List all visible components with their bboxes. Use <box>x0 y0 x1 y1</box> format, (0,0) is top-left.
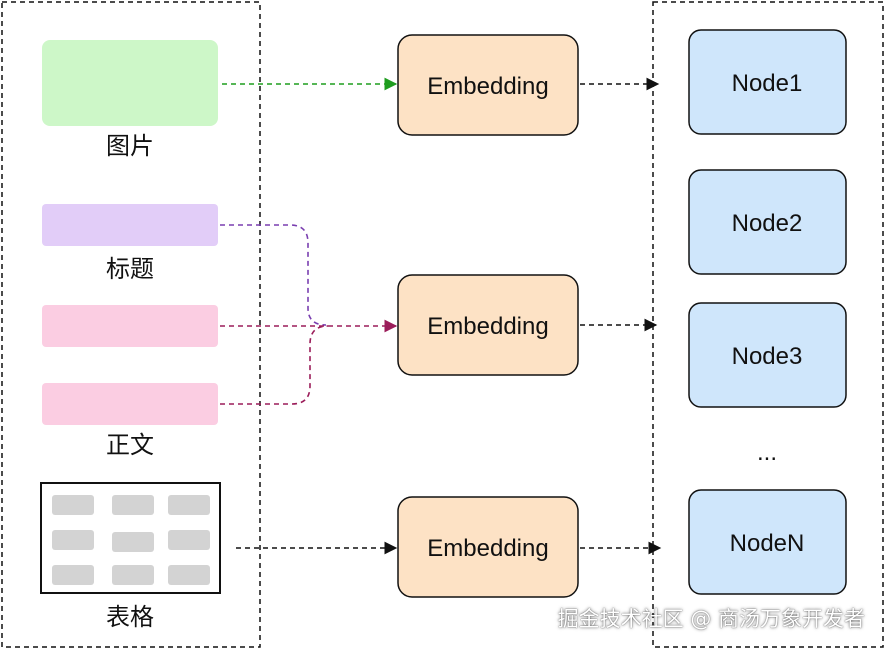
node-ellipsis: ... <box>757 439 777 466</box>
node-label-3: Node3 <box>732 343 803 370</box>
table-cell <box>112 565 154 585</box>
table-cell <box>112 532 154 552</box>
embedding-box-3 <box>397 496 579 598</box>
node-label-2: Node2 <box>732 210 803 237</box>
embedding-box-2 <box>397 274 579 376</box>
table-label: 表格 <box>106 603 154 631</box>
node-box-1 <box>688 29 847 135</box>
node-box-3 <box>688 302 847 408</box>
arrow-title-to-embedding <box>220 224 327 326</box>
title-label: 标题 <box>106 255 154 283</box>
title-source-block <box>42 204 218 246</box>
table-cell <box>112 495 154 515</box>
embedding-label-2: Embedding <box>427 313 548 340</box>
body-source-block-2 <box>42 383 218 425</box>
body-label: 正文 <box>106 431 154 459</box>
node-box-n <box>688 489 847 595</box>
table-cell <box>168 530 210 550</box>
nodes-panel <box>652 1 884 648</box>
watermark-text: 掘金技术社区 @ 商汤万象开发者 <box>557 607 865 631</box>
table-cell <box>168 565 210 585</box>
image-label: 图片 <box>106 132 154 160</box>
embedding-box-1 <box>397 34 579 136</box>
embedding-label-1: Embedding <box>427 73 548 100</box>
table-cell <box>52 530 94 550</box>
arrow-body2-to-embedding <box>220 325 329 405</box>
embedding-label-3: Embedding <box>427 535 548 562</box>
node-box-2 <box>688 169 847 275</box>
table-cell <box>168 495 210 515</box>
table-cells <box>52 495 210 585</box>
node-label-1: Node1 <box>732 70 803 97</box>
table-cell <box>52 565 94 585</box>
body-source-block-1 <box>42 305 218 347</box>
table-cell <box>52 495 94 515</box>
image-source-block <box>42 40 218 126</box>
sources-panel <box>1 1 261 648</box>
node-label-n: NodeN <box>730 530 805 557</box>
